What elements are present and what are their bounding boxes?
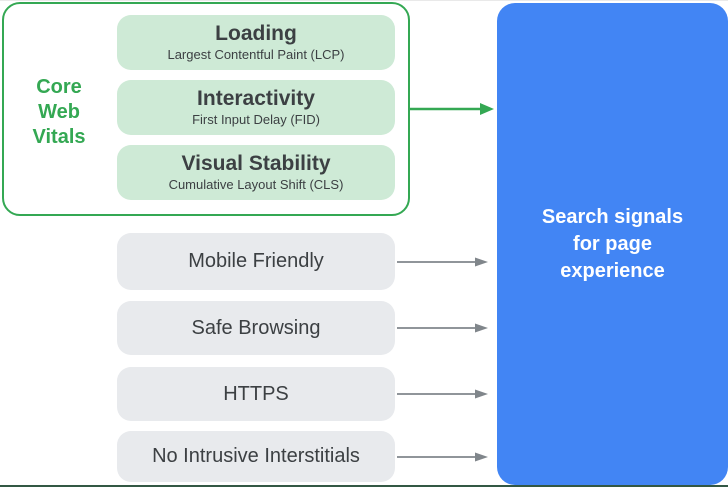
core-web-vitals-label-line: Vitals <box>32 126 86 148</box>
gray-arrow <box>397 323 488 333</box>
cwv-item-title: Visual Stability <box>181 152 331 175</box>
search-signals-text: Search signals for page experience <box>542 204 683 285</box>
search-signals-box: Search signals for page experience <box>497 3 728 485</box>
search-signals-text-line: for page <box>573 232 652 255</box>
signal-label: No Intrusive Interstitials <box>152 445 360 467</box>
cwv-item-subtitle: First Input Delay (FID) <box>192 112 320 127</box>
cwv-item-subtitle: Cumulative Layout Shift (CLS) <box>168 177 344 192</box>
gray-arrow <box>397 389 488 399</box>
signal-label: Safe Browsing <box>191 316 321 339</box>
cwv-item-subtitle: Largest Contentful Paint (LCP) <box>167 47 345 62</box>
top-edge-divider <box>0 0 728 1</box>
gray-arrow <box>397 257 488 267</box>
cwv-item-title: Loading <box>215 22 297 45</box>
green-arrow <box>410 103 494 115</box>
search-signals-text-line: experience <box>560 259 665 282</box>
signal-label: HTTPS <box>223 382 289 405</box>
cwv-item-loading: Loading Largest Contentful Paint (LCP) <box>117 15 395 70</box>
signal-no-intrusive-interstitials: No Intrusive Interstitials <box>117 431 395 482</box>
cwv-item-visual-stability: Visual Stability Cumulative Layout Shift… <box>117 145 395 200</box>
core-web-vitals-label-line: Core <box>36 76 82 98</box>
signal-label: Mobile Friendly <box>188 250 324 272</box>
signal-mobile-friendly: Mobile Friendly <box>117 233 395 290</box>
bottom-rule <box>0 485 728 487</box>
core-web-vitals-label-line: Web <box>38 101 80 123</box>
cwv-item-interactivity: Interactivity First Input Delay (FID) <box>117 80 395 135</box>
core-web-vitals-label: Core Web Vitals <box>8 75 110 150</box>
signal-https: HTTPS <box>117 367 395 421</box>
signal-safe-browsing: Safe Browsing <box>117 301 395 355</box>
search-signals-text-line: Search signals <box>541 205 684 228</box>
gray-arrow <box>397 452 488 462</box>
cwv-item-title: Interactivity <box>197 87 315 110</box>
